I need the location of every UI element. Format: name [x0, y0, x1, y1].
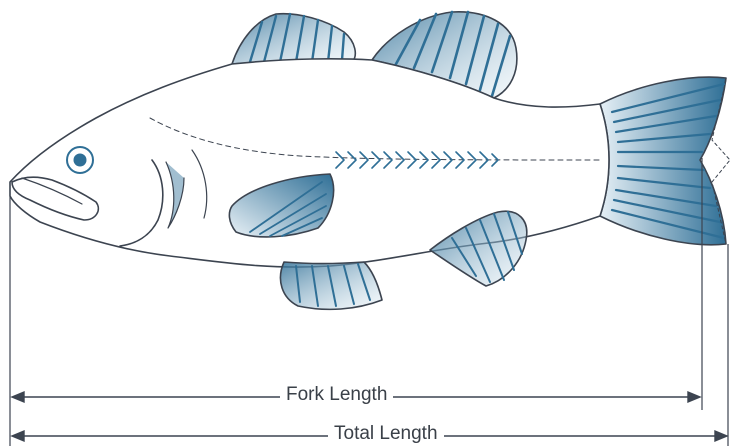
- total-length-label: Total Length: [328, 423, 444, 445]
- fish-illustration: [10, 12, 730, 310]
- total-length-arrow-left: [12, 431, 24, 441]
- total-length-arrow-right: [715, 431, 727, 441]
- fork-length-arrow-right: [688, 392, 700, 402]
- fork-length-arrow-left: [12, 392, 24, 402]
- fork-length-label: Fork Length: [280, 384, 393, 406]
- pupil: [74, 154, 87, 167]
